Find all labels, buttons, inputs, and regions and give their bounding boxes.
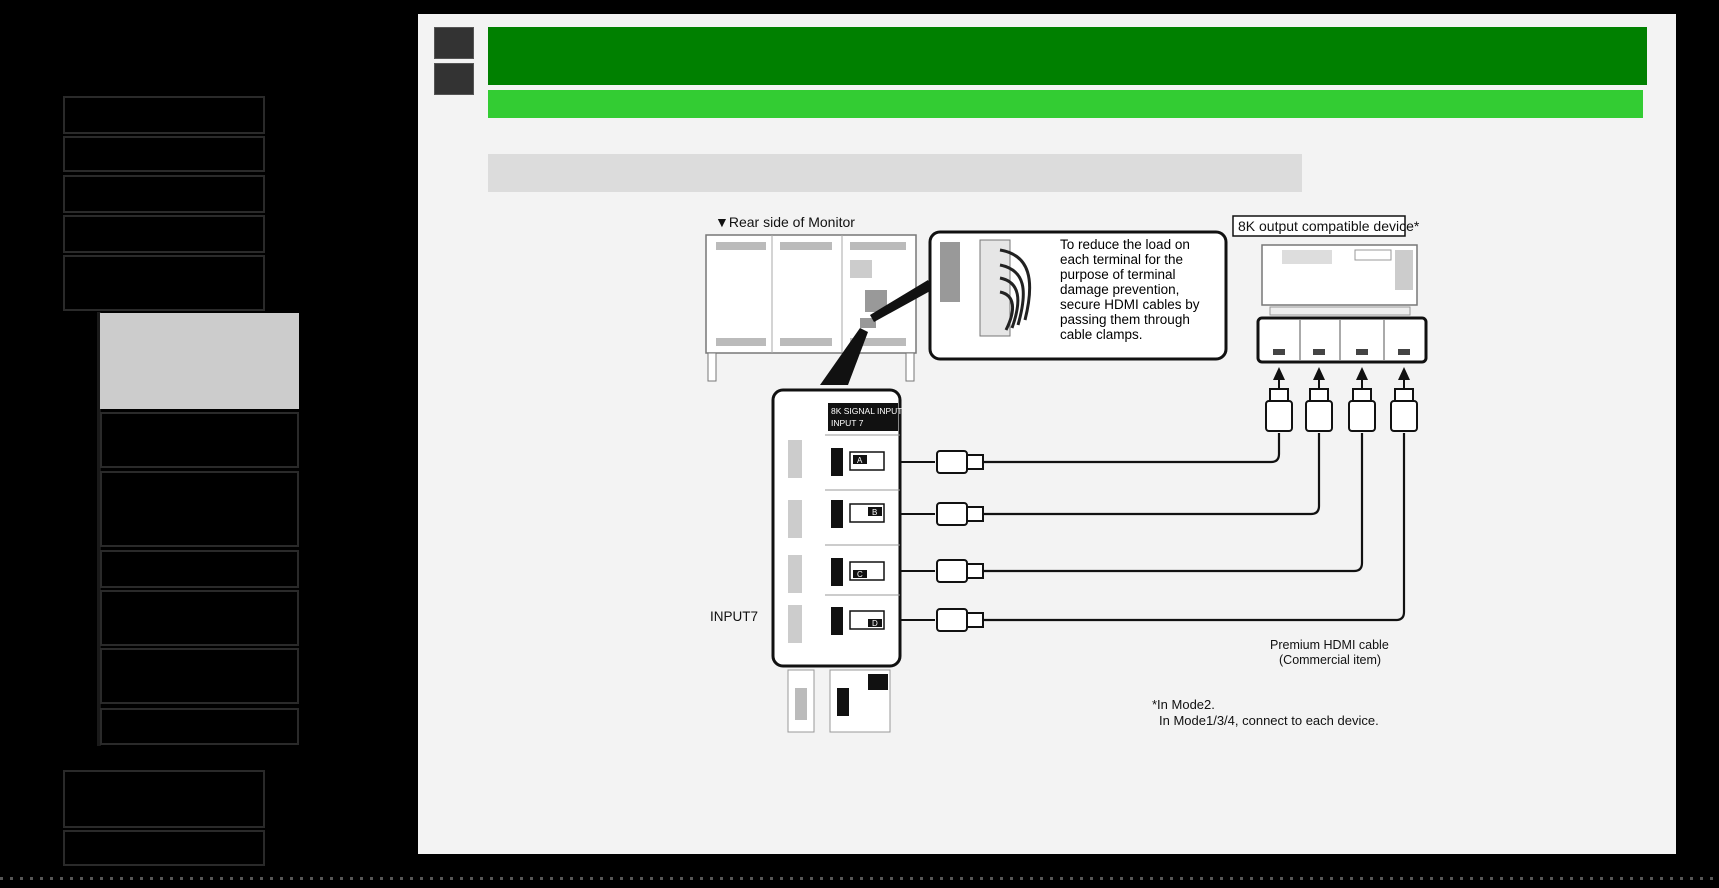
nav-item-3[interactable]: [63, 175, 265, 213]
callout-line-5: secure HDMI cables by: [1060, 297, 1200, 312]
device-hdmi-panel: [1256, 316, 1428, 364]
lower-port-illustration: [787, 669, 891, 733]
signal-input-panel: 8K SIGNAL INPUT INPUT 7 A B C D: [771, 388, 902, 668]
connection-diagram: ▼Rear side of Monitor: [700, 210, 1440, 740]
rear-side-title: ▼Rear side of Monitor: [715, 214, 855, 230]
sub-nav-item-2[interactable]: [100, 412, 299, 468]
square-button-1[interactable]: [434, 27, 474, 59]
bottom-dotted-line: [0, 877, 1719, 880]
section-title-bar: [488, 90, 1643, 118]
nav-item-6[interactable]: [63, 770, 265, 828]
sub-nav-rail: [97, 312, 101, 746]
callout-line-1: To reduce the load on: [1060, 237, 1190, 252]
cable-label-line-1: Premium HDMI cable: [1270, 638, 1389, 652]
device-title: 8K output compatible device*: [1238, 218, 1420, 234]
sub-nav-item-5[interactable]: [100, 590, 299, 646]
port-label-c: C: [857, 570, 863, 579]
sub-nav-item-7[interactable]: [100, 708, 299, 745]
nav-item-7[interactable]: [63, 830, 265, 866]
signal-panel-title: 8K SIGNAL INPUT: [831, 406, 902, 416]
sub-nav-item-6[interactable]: [100, 648, 299, 704]
footnote-line-1: *In Mode2.: [1152, 697, 1215, 712]
sub-nav-item-active[interactable]: [100, 313, 299, 409]
port-label-b: B: [872, 508, 877, 517]
sub-nav-item-3[interactable]: [100, 471, 299, 547]
callout-line-7: cable clamps.: [1060, 327, 1143, 342]
sub-nav-item-4[interactable]: [100, 550, 299, 588]
page-title-bar: [488, 27, 1647, 85]
vertical-hdmi-plugs: [1265, 388, 1418, 432]
port-label-a: A: [857, 456, 863, 465]
device-illustration: [1261, 244, 1418, 316]
port-label-d: D: [872, 619, 878, 628]
callout-line-6: passing them through: [1060, 312, 1190, 327]
footnote-line-2: In Mode1/3/4, connect to each device.: [1159, 713, 1379, 728]
connection-diagram-svg: ▼Rear side of Monitor: [705, 214, 1428, 733]
signal-panel-input: INPUT 7: [831, 418, 864, 428]
subsection-title-bar: [488, 154, 1302, 192]
hdmi-cables: [984, 433, 1406, 622]
square-button-2[interactable]: [434, 63, 474, 95]
nav-item-4[interactable]: [63, 215, 265, 253]
horizontal-hdmi-plugs: [936, 450, 984, 632]
nav-item-1[interactable]: [63, 96, 265, 134]
main-bottom-bar: [418, 854, 1676, 868]
monitor-rear-illustration: [705, 234, 917, 382]
nav-item-2[interactable]: [63, 136, 265, 172]
input7-label: INPUT7: [710, 609, 758, 624]
upward-arrows: [1273, 367, 1410, 388]
cable-label-line-2: (Commercial item): [1279, 653, 1382, 667]
callout-line-2: each terminal for the: [1060, 252, 1183, 267]
callout-line-4: damage prevention,: [1060, 282, 1179, 297]
nav-item-5[interactable]: [63, 255, 265, 311]
device-label-box: 8K output compatible device*: [1232, 215, 1420, 237]
cable-clamp-callout: To reduce the load on each terminal for …: [928, 230, 1228, 361]
callout-line-3: purpose of terminal: [1060, 267, 1176, 282]
